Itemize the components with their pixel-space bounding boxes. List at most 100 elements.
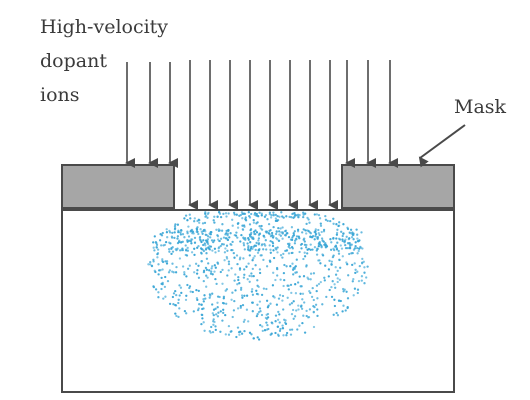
dopant-particle xyxy=(284,322,288,326)
dopant-particle xyxy=(312,304,315,308)
dopant-particle xyxy=(161,231,164,235)
dopant-particle xyxy=(154,270,157,274)
dopant-particle xyxy=(196,298,199,302)
dopant-particle xyxy=(256,313,259,316)
dopant-particle xyxy=(363,282,366,285)
dopant-particle xyxy=(221,319,224,322)
dopant-particle xyxy=(241,217,244,220)
dopant-particle xyxy=(320,237,324,240)
dopant-particle xyxy=(276,246,279,249)
dopant-particle xyxy=(149,260,152,264)
dopant-particle xyxy=(204,244,207,247)
dopant-particle xyxy=(233,256,236,259)
dopant-particle xyxy=(249,241,252,244)
dopant-particle xyxy=(361,257,364,261)
dopant-particle xyxy=(217,211,221,214)
dopant-particle xyxy=(168,269,172,272)
dopant-particle xyxy=(273,296,276,299)
dopant-particle xyxy=(164,240,168,244)
dopant-particle xyxy=(231,240,234,244)
dopant-particle xyxy=(257,338,261,341)
dopant-particle xyxy=(276,318,280,321)
dopant-particle xyxy=(288,328,292,331)
dopant-particle xyxy=(290,216,293,219)
dopant-particle xyxy=(211,265,214,268)
dopant-particle xyxy=(337,249,340,253)
dopant-particle xyxy=(206,238,210,241)
dopant-particle xyxy=(327,268,331,271)
dopant-particle xyxy=(235,231,238,234)
dopant-particle xyxy=(214,251,217,254)
dopant-particle xyxy=(276,325,279,329)
dopant-particle xyxy=(209,331,212,334)
dopant-particle xyxy=(202,300,205,303)
dopant-particle xyxy=(227,229,230,232)
dopant-particle xyxy=(303,240,306,243)
dopant-particle xyxy=(360,231,363,234)
dopant-particle xyxy=(220,243,224,246)
dopant-particle xyxy=(241,296,244,299)
dopant-particle xyxy=(219,270,222,274)
dopant-particle xyxy=(306,316,310,319)
dopant-particle xyxy=(212,318,215,321)
dopant-particle xyxy=(312,325,316,329)
dopant-particle xyxy=(300,242,304,246)
dopant-particle xyxy=(205,274,208,277)
dopant-particle xyxy=(231,224,234,227)
dopant-particle xyxy=(256,336,259,339)
dopant-particle xyxy=(295,309,298,312)
dopant-particle xyxy=(174,289,177,293)
dopant-particle xyxy=(350,252,353,255)
dopant-particle xyxy=(157,263,160,266)
dopant-particle xyxy=(249,228,252,232)
dopant-particle xyxy=(255,214,258,217)
dopant-particle xyxy=(238,333,241,336)
dopant-particle xyxy=(346,227,350,231)
dopant-particle xyxy=(194,262,198,265)
mask-left xyxy=(61,164,175,209)
dopant-particle xyxy=(354,241,357,244)
dopant-particle xyxy=(168,302,172,306)
dopant-particle xyxy=(240,211,244,214)
dopant-particle xyxy=(216,238,220,241)
dopant-particle xyxy=(250,272,253,275)
dopant-particle xyxy=(183,273,186,276)
dopant-particle xyxy=(170,247,173,251)
dopant-particle xyxy=(311,286,314,290)
dopant-particle xyxy=(190,242,193,245)
dopant-particle xyxy=(277,297,281,300)
dopant-particle xyxy=(252,257,255,260)
dopant-particle xyxy=(314,232,318,236)
dopant-particle xyxy=(245,265,248,268)
dopant-particle xyxy=(219,215,223,219)
dopant-particle xyxy=(317,228,320,232)
dopant-particle xyxy=(216,235,220,238)
dopant-particle xyxy=(289,238,293,241)
dopant-particle xyxy=(153,249,156,252)
dopant-particle xyxy=(171,231,174,235)
dopant-particle xyxy=(199,238,202,242)
dopant-particle xyxy=(184,214,188,217)
dopant-particle xyxy=(203,242,206,245)
dopant-particle xyxy=(294,213,298,217)
dopant-particle xyxy=(260,214,263,217)
dopant-particle xyxy=(159,269,162,272)
dopant-particle xyxy=(262,248,265,251)
dopant-particle xyxy=(175,293,178,297)
dopant-particle xyxy=(276,251,279,254)
dopant-particle xyxy=(240,286,243,290)
dopant-particle xyxy=(227,324,231,328)
dopant-particle xyxy=(290,226,294,229)
dopant-particle xyxy=(251,293,255,296)
dopant-particle xyxy=(274,320,277,323)
dopant-particle xyxy=(324,243,327,246)
dopant-particle xyxy=(281,256,284,259)
dopant-particle xyxy=(211,273,214,276)
dopant-particle xyxy=(291,308,295,312)
dopant-particle xyxy=(225,229,228,233)
dopant-particle xyxy=(257,215,260,218)
dopant-particle xyxy=(308,290,311,293)
dopant-particle xyxy=(356,288,360,291)
dopant-particle xyxy=(215,313,218,316)
dopant-particle xyxy=(336,314,340,317)
